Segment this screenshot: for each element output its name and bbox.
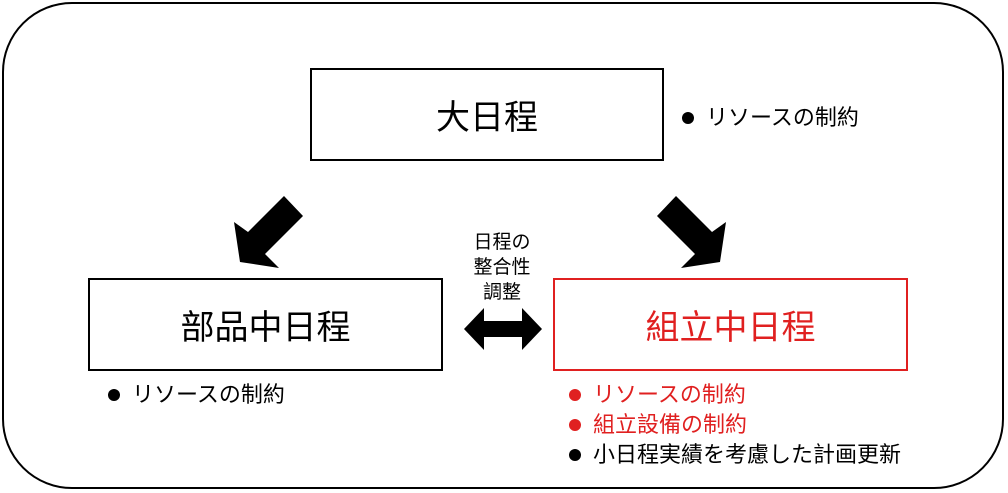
parts-note-text: リソースの制約 <box>132 383 285 408</box>
master-schedule-box: 大日程 <box>310 68 664 161</box>
arrow-down-left-icon <box>234 196 303 268</box>
master-schedule-label: 大日程 <box>436 98 538 138</box>
adjustment-label-line-3: 調整 <box>482 281 521 303</box>
assembly-schedule-label: 組立中日程 <box>645 308 816 348</box>
parts-note-line: リソースの制約 <box>108 383 285 408</box>
bullet-dot-icon <box>569 389 581 401</box>
adjustment-label-line-1: 日程の <box>473 231 531 253</box>
master-note: リソースの制約 <box>682 104 859 134</box>
assembly-note-text-update: 小日程実績を考慮した計画更新 <box>593 443 902 468</box>
assembly-schedule-box: 組立中日程 <box>553 278 908 371</box>
bullet-dot-icon <box>682 112 694 124</box>
assembly-note-line-update: 小日程実績を考慮した計画更新 <box>569 441 901 471</box>
bullet-dot-icon <box>569 449 581 461</box>
double-arrow-icon <box>464 308 542 350</box>
parts-schedule-box: 部品中日程 <box>88 278 443 371</box>
parts-note: リソースの制約 <box>108 381 285 411</box>
adjustment-label-line-2: 整合性 <box>473 256 531 278</box>
parts-schedule-label: 部品中日程 <box>180 308 351 348</box>
assembly-note-text-resource: リソースの制約 <box>593 383 746 408</box>
assembly-note-text-equipment: 組立設備の制約 <box>593 413 748 438</box>
bullet-dot-icon <box>569 419 581 431</box>
master-note-text: リソースの制約 <box>706 106 859 131</box>
adjustment-label: 日程の 整合性 調整 <box>452 230 552 305</box>
bullet-dot-icon <box>108 389 120 401</box>
assembly-note-line-equipment: 組立設備の制約 <box>569 411 901 441</box>
assembly-notes: リソースの制約 組立設備の制約 小日程実績を考慮した計画更新 <box>569 381 901 471</box>
arrow-down-right-icon <box>657 196 726 268</box>
master-note-line: リソースの制約 <box>682 106 859 131</box>
assembly-note-line-resource: リソースの制約 <box>569 381 901 411</box>
